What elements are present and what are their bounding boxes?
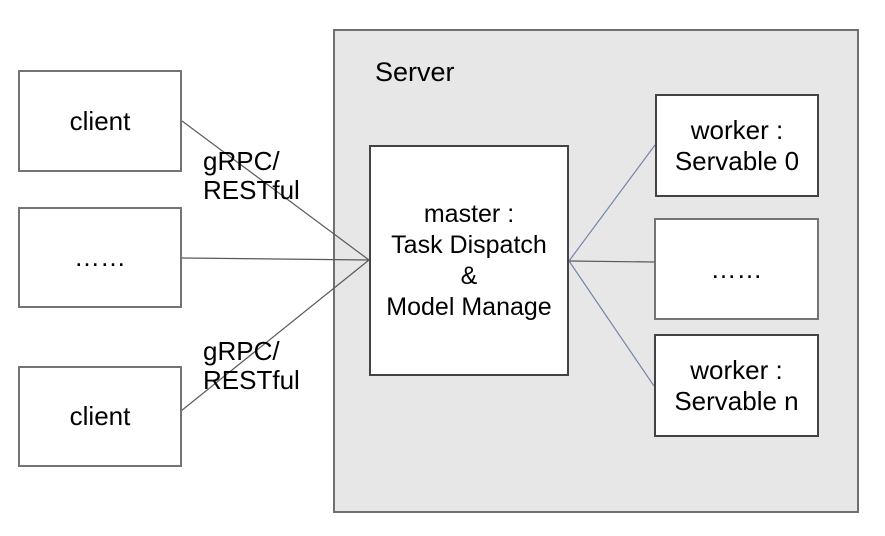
client-box-1: client	[18, 70, 182, 172]
connector-client1-master	[181, 120, 370, 261]
connector-master-workerdots	[568, 260, 655, 263]
client-box-2-label: client	[69, 401, 131, 431]
connector-master-worker0	[568, 144, 656, 262]
worker-box-servable-0-label: worker : Servable 0	[674, 114, 800, 176]
connector-master-workern	[568, 260, 655, 387]
connector-client2-master	[180, 259, 370, 412]
client-ellipsis-label: ……	[74, 242, 126, 272]
worker-box-servable-0: worker : Servable 0	[655, 94, 819, 197]
worker-box-servable-n: worker : Servable n	[654, 334, 819, 437]
worker-ellipsis-box: ……	[654, 218, 819, 320]
worker-ellipsis-label: ……	[710, 253, 763, 284]
worker-box-servable-n-label: worker : Servable n	[674, 354, 799, 416]
client-ellipsis-box: ……	[18, 207, 182, 308]
edge-label-grpc-restful-top: gRPC/ RESTful	[203, 146, 300, 205]
edge-label-grpc-restful-bottom: gRPC/ RESTful	[203, 336, 300, 395]
server-label: Server	[375, 57, 455, 87]
connector-clientdots-master	[181, 257, 370, 261]
client-box-1-label: client	[69, 105, 131, 136]
master-box: master : Task Dispatch & Model Manage	[369, 145, 569, 376]
client-box-2: client	[18, 366, 182, 467]
master-box-label: master : Task Dispatch & Model Manage	[386, 199, 552, 321]
